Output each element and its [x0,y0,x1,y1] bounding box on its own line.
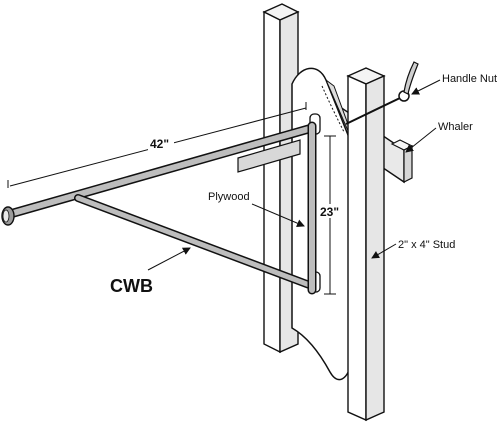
plywood-label: Plywood [208,191,250,203]
cwb-leader [147,247,191,271]
dimension-42-label: 42" [150,137,169,151]
stud-label: 2" x 4" Stud [398,239,455,251]
whaler-leader [405,127,437,153]
whaler-label: Whaler [438,121,473,133]
handle-nut-assembly [345,61,419,125]
cwb-label: CWB [110,276,153,296]
stud-leader [371,243,397,259]
dimension-42: 42" [7,102,307,188]
cwb-bracket [1,121,317,295]
plywood-leader [251,203,305,227]
handle-nut-label: Handle Nut [442,73,497,85]
stud-2x4 [346,67,386,422]
dimension-23-label: 23" [320,205,339,219]
dimension-23: 23" [320,135,342,295]
handle-nut-leader [411,79,441,95]
mounting-plate [237,139,301,173]
